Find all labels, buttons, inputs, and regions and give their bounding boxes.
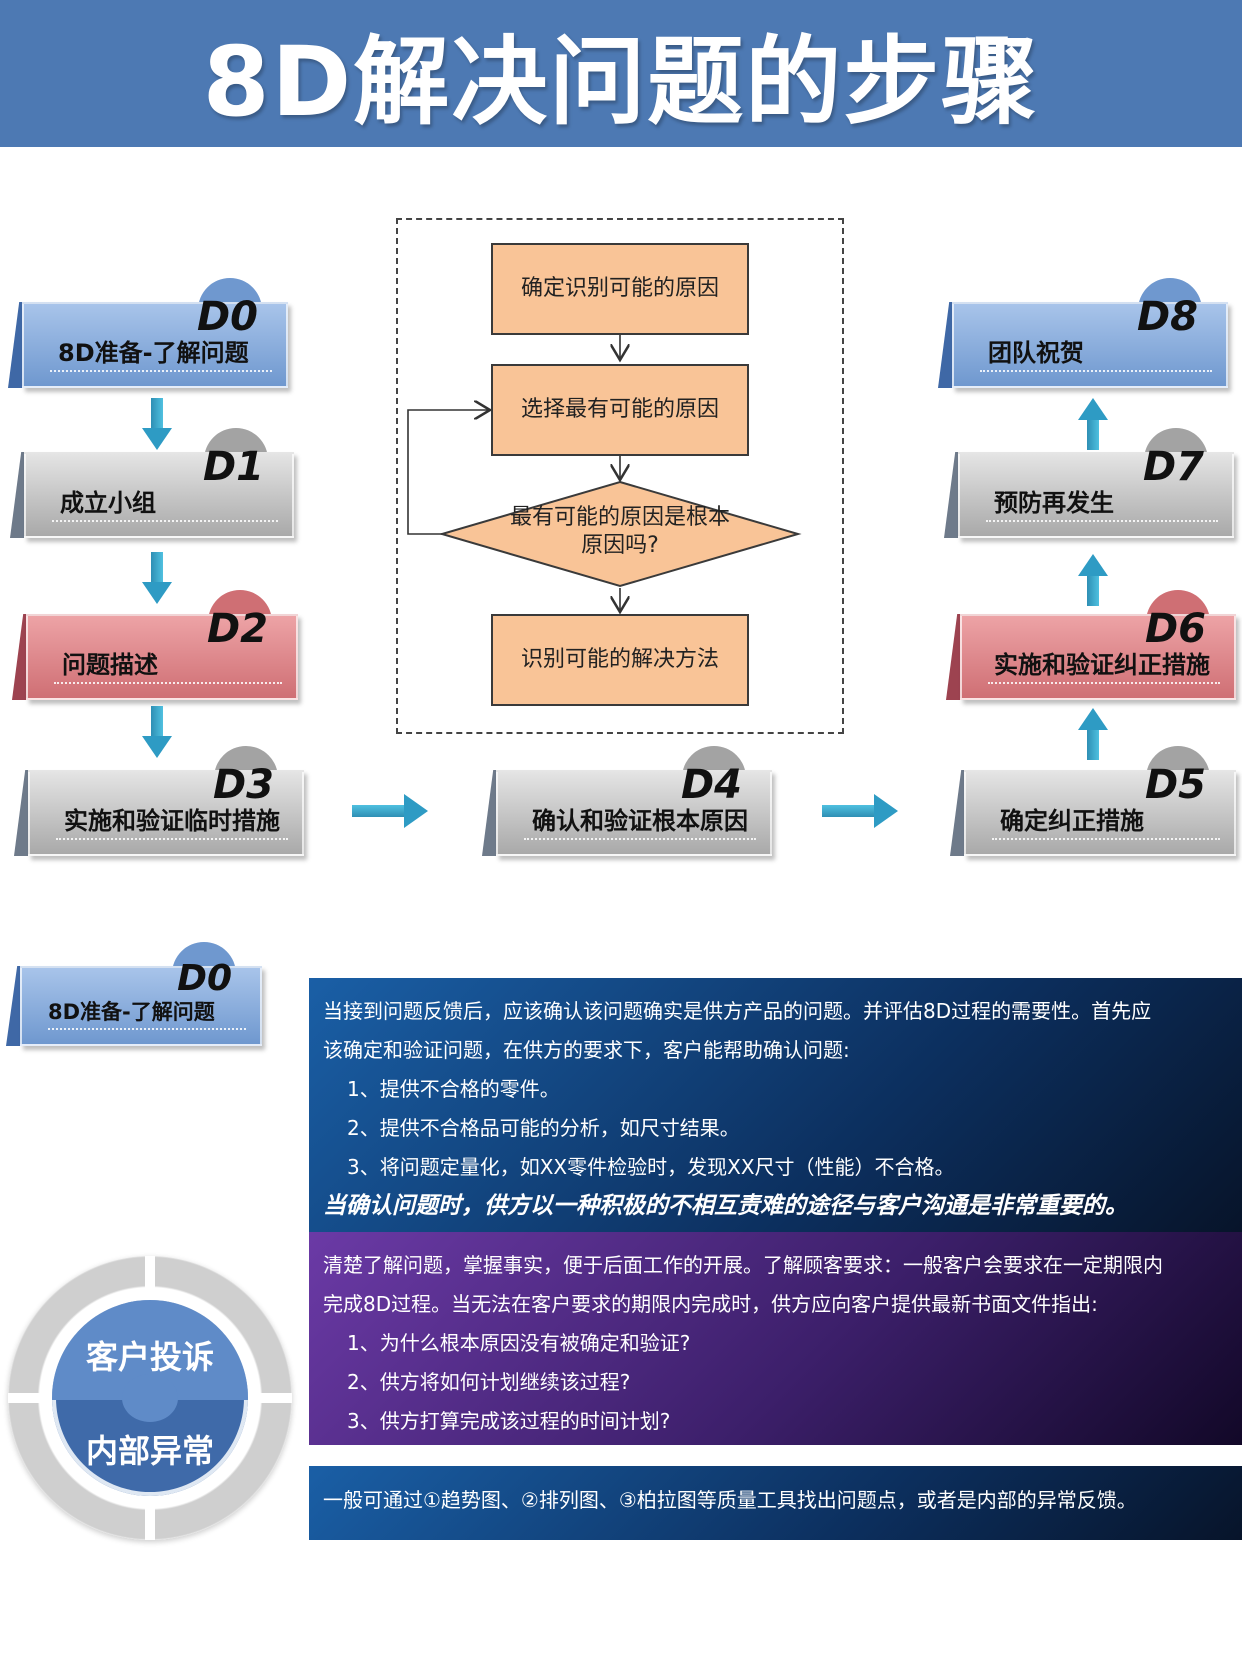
step-card-d2: D2 问题描述 — [12, 590, 298, 700]
detail-step-card-d0: D0 8D准备-了解问题 — [6, 942, 262, 1046]
list-item: 2、提供不合格品可能的分析，如尺寸结果。 — [347, 1116, 740, 1140]
arrow-down-icon — [142, 552, 172, 604]
step-card-d5: D5 确定纠正措施 — [950, 746, 1236, 856]
step-label: 成立小组 — [60, 489, 156, 517]
step-card-d6: D6 实施和验证纠正措施 — [946, 590, 1236, 700]
flow-box-identify-causes: 确定识别可能的原因 — [491, 243, 749, 335]
step-label: 确定纠正措施 — [1000, 807, 1144, 835]
list-item: 3、供方打算完成该过程的时间计划? — [347, 1409, 671, 1433]
step-label: 预防再发生 — [994, 489, 1114, 517]
step-label: 确认和验证根本原因 — [532, 807, 748, 835]
step-card-d7: D7 预防再发生 — [944, 428, 1234, 538]
arrow-down-icon — [142, 706, 172, 758]
step-label: 8D准备-了解问题 — [48, 1000, 215, 1024]
panel-text: 完成8D过程。当无法在客户要求的期限内完成时，供方应向客户提供最新书面文件指出: — [323, 1292, 1098, 1316]
arrow-up-icon — [1078, 554, 1108, 606]
panel-confirm-problem: 当接到问题反馈后，应该确认该问题确实是供方产品的问题。并评估8D过程的需要性。首… — [309, 978, 1242, 1232]
list-item: 2、供方将如何计划继续该过程? — [347, 1370, 631, 1394]
arrow-right-icon — [352, 794, 428, 828]
list-item: 1、为什么根本原因没有被确定和验证? — [347, 1331, 691, 1355]
ring-label-top: 客户投诉 — [85, 1338, 214, 1376]
flow-box-select-cause: 选择最有可能的原因 — [491, 364, 749, 456]
step-code: D6 — [1144, 606, 1206, 652]
step-code: D5 — [1144, 762, 1206, 808]
arrow-up-icon — [1078, 398, 1108, 450]
step-label: 实施和验证临时措施 — [64, 807, 280, 835]
ring-label-bottom: 内部异常 — [85, 1432, 214, 1470]
step-code: D1 — [202, 444, 264, 490]
step-code: D2 — [206, 606, 268, 652]
step-code: D7 — [1142, 444, 1204, 490]
root-cause-flowchart — [396, 218, 844, 734]
puzzle-icon — [52, 1300, 248, 1496]
step-label: 问题描述 — [62, 651, 158, 679]
step-code: D3 — [212, 762, 274, 808]
panel-text: 当接到问题反馈后，应该确认该问题确实是供方产品的问题。并评估8D过程的需要性。首… — [323, 999, 1152, 1023]
flow-box-identify-solutions: 识别可能的解决方法 — [491, 614, 749, 706]
list-item: 3、将问题定量化，如XX零件检验时，发现XX尺寸（性能）不合格。 — [347, 1155, 955, 1179]
panel-emphasis: 当确认问题时，供方以一种积极的不相互责难的途径与客户沟通是非常重要的。 — [323, 1193, 1128, 1219]
step-card-d1: D1 成立小组 — [10, 428, 294, 538]
step-card-d0: D0 8D准备-了解问题 — [8, 278, 288, 388]
step-label: 实施和验证纠正措施 — [994, 651, 1210, 679]
arrow-up-icon — [1078, 708, 1108, 760]
list-item: 1、提供不合格的零件。 — [347, 1077, 560, 1101]
panel-customer-requirements: 清楚了解问题，掌握事实，便于后面工作的开展。了解顾客要求：一般客户会要求在一定期… — [309, 1232, 1242, 1445]
step-code: D8 — [1136, 294, 1198, 340]
panel-text: 清楚了解问题，掌握事实，便于后面工作的开展。了解顾客要求：一般客户会要求在一定期… — [323, 1253, 1163, 1277]
flow-decision-text: 最有可能的原因是根本原因吗? — [509, 505, 730, 558]
step-label: 团队祝贺 — [988, 339, 1084, 367]
step-code: D0 — [177, 958, 232, 999]
step-label: 8D准备-了解问题 — [58, 339, 249, 367]
header-banner: 8D解决问题的步骤 — [0, 0, 1242, 147]
step-code: D0 — [196, 294, 258, 340]
arrow-down-icon — [142, 398, 172, 450]
panel-quality-tools: 一般可通过①趋势图、②排列图、③柏拉图等质量工具找出问题点，或者是内部的异常反馈… — [309, 1466, 1242, 1540]
panel-text: 一般可通过①趋势图、②排列图、③柏拉图等质量工具找出问题点，或者是内部的异常反馈… — [323, 1488, 1137, 1512]
problem-source-ring: 客户投诉 内部异常 — [8, 1256, 292, 1540]
page-title: 8D解决问题的步骤 — [202, 26, 1040, 138]
decision-diamond — [438, 480, 802, 588]
step-code: D4 — [680, 762, 742, 808]
step-card-d4: D4 确认和验证根本原因 — [482, 746, 772, 856]
panel-text: 该确定和验证问题，在供方的要求下，客户能帮助确认问题: — [323, 1038, 850, 1062]
arrow-right-icon — [822, 794, 898, 828]
